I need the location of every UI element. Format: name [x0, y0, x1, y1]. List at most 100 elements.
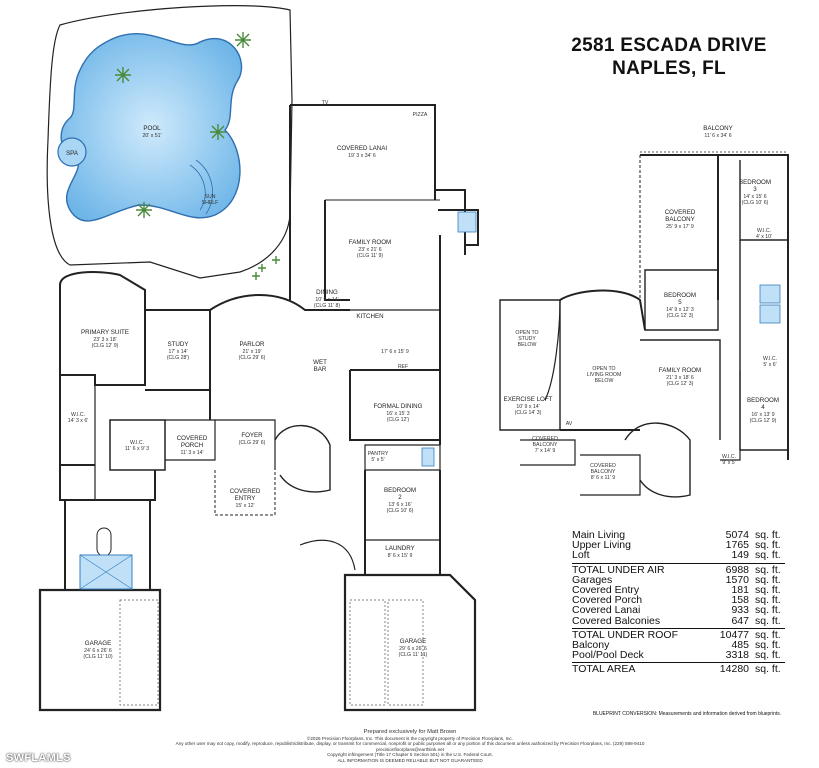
label-covered-lanai: COVERED LANAI: [337, 145, 387, 152]
spa-shape: [57, 137, 87, 167]
divider: [572, 662, 785, 664]
label-covered-porch: COVERED: [177, 435, 208, 442]
label-covered-balcony-1-dim: 25' 9 x 17' 9: [666, 224, 694, 230]
label-foyer: FOYER: [241, 432, 263, 439]
infringement-line: Copyright infringement (Title 17 Chapter…: [327, 752, 493, 758]
label-wic-2: W.I.C.: [130, 440, 144, 446]
label-open-study-3: BELOW: [518, 342, 537, 348]
label-dining-clg: (CLG 11' 8): [314, 303, 341, 309]
label-pantry-dim: 5' x 5': [371, 457, 384, 463]
label-formal-dining: FORMAL DINING: [374, 403, 423, 410]
label-covered-balcony-1b: BALCONY: [665, 216, 695, 223]
label-covered-balcony-3: COVERED: [590, 463, 616, 469]
label-open-study-1: OPEN TO: [515, 330, 538, 336]
label-parlor-clg: (CLG 29' 6): [239, 355, 266, 361]
label-bedroom-4-dim: 16' x 13' 9: [751, 412, 774, 418]
label-study: STUDY: [168, 341, 189, 348]
label-covered-balcony-3-dim: 8' 6 x 11' 9: [591, 475, 615, 481]
label-wic-4-dim: 5' x 6': [763, 362, 776, 368]
label-pizza: PIZZA: [413, 112, 428, 118]
label-bedroom-3-clg: (CLG 10' 6): [742, 200, 769, 206]
label-wet: WET: [313, 359, 327, 366]
label-garage-2-dim: 29' 6 x 26' 6: [399, 646, 427, 652]
label-family-room-dim: 23' x 21' 6: [358, 247, 381, 253]
label-entry: ENTRY: [235, 495, 256, 502]
label-bedroom-4: BEDROOM: [747, 397, 779, 404]
label-bedroom-3: BEDROOM: [739, 179, 771, 186]
label-spa: SPA: [66, 150, 79, 157]
label-tv: TV: [322, 100, 329, 106]
label-primary-suite-clg: (CLG 12' 9): [92, 343, 119, 349]
label-covered-balcony-2: COVERED: [532, 436, 558, 442]
label-covered-balcony-2-dim: 7' x 14' 9: [535, 448, 556, 454]
label-family-room: FAMILY ROOM: [349, 239, 391, 246]
label-primary-suite: PRIMARY SUITE: [81, 329, 129, 336]
label-bedroom-5-num: 5: [678, 299, 682, 306]
label-bedroom-5-clg: (CLG 12' 3): [667, 313, 694, 319]
label-open-study-2: STUDY: [518, 336, 536, 342]
label-dining: DINING: [316, 289, 338, 296]
upper-floor-walls: [499, 154, 789, 498]
label-open-living-3: BELOW: [595, 378, 614, 384]
label-exercise-loft-clg: (CLG 14' 3): [515, 410, 542, 416]
label-balcony-dim: 11' 6 x 34' 6: [704, 133, 731, 139]
label-parlor: PARLOR: [240, 341, 266, 348]
main-floor-walls: [38, 104, 479, 712]
blueprint-note: BLUEPRINT CONVERSION: Measurements and i…: [592, 711, 782, 717]
label-wic-5-dim: 9' x 5': [722, 460, 735, 466]
label-laundry-dim: 8' 6 x 15' 9: [388, 553, 413, 559]
label-study-dim: 17' x 14': [169, 349, 188, 355]
mls-watermark: SWFLAMLS: [6, 752, 71, 764]
label-dining-dim: 10' 9 x 14': [315, 297, 338, 303]
label-covered-lanai-dim: 19' 3 x 34' 6: [348, 153, 376, 159]
label-porch: PORCH: [181, 442, 203, 449]
label-wic-4: W.I.C.: [763, 356, 777, 362]
label-kitchen-dim: 17' 6 x 15' 9: [381, 349, 409, 355]
label-wic-5: W.I.C.: [722, 454, 736, 460]
divider: [572, 627, 785, 629]
label-family-room-2-clg: (CLG 12' 3): [667, 381, 694, 387]
copyright-line: ©2026 Precision Floorplans, Inc. This do…: [306, 735, 514, 741]
label-laundry: LAUNDRY: [385, 545, 414, 552]
label-balcony: BALCONY: [703, 125, 733, 132]
label-wic-2-dim: 11' 6 x 9' 3: [125, 446, 149, 452]
label-garage-2: GARAGE: [400, 638, 426, 645]
label-study-clg: (CLG 28'): [167, 355, 190, 361]
label-family-room-2: FAMILY ROOM: [659, 367, 701, 374]
label-sun: SUN: [205, 194, 216, 200]
label-covered-entry-dim: 15' x 12': [236, 503, 255, 509]
label-bedroom-5-dim: 14' 9 x 12' 3: [666, 307, 694, 313]
label-av: AV: [566, 421, 573, 427]
label-pool: POOL: [143, 125, 161, 132]
room-labels: POOL 20' x 51' SPA SUN SHELF TV PIZZA CO…: [66, 100, 779, 660]
label-bedroom-5: BEDROOM: [664, 292, 696, 299]
label-bedroom-4-num: 4: [761, 404, 765, 411]
label-open-living-2: LIVING ROOM: [587, 372, 622, 378]
label-bedroom-4-clg: (CLG 12' 9): [750, 418, 777, 424]
copyright-footer: Prepared exclusively for Matt Brown ©202…: [150, 729, 670, 764]
label-wic-3-dim: 4' x 10': [756, 234, 772, 240]
label-bedroom-3-dim: 14' x 15' 6: [743, 194, 766, 200]
pool-shape: [60, 33, 243, 222]
usage-line: Any other user may not copy, modify, rep…: [175, 741, 645, 752]
label-pool-dim: 20' x 51': [143, 133, 162, 139]
label-open-living-1: OPEN TO: [592, 366, 615, 372]
property-title: 2581 ESCADA DRIVE NAPLES, FL: [539, 34, 799, 80]
label-wic-1: W.I.C.: [71, 412, 85, 418]
label-bedroom-2-clg: (CLG 10' 6): [387, 508, 414, 514]
disclaimer-line: ALL INFORMATION IS DEEMED RELIABLE BUT N…: [337, 757, 483, 763]
